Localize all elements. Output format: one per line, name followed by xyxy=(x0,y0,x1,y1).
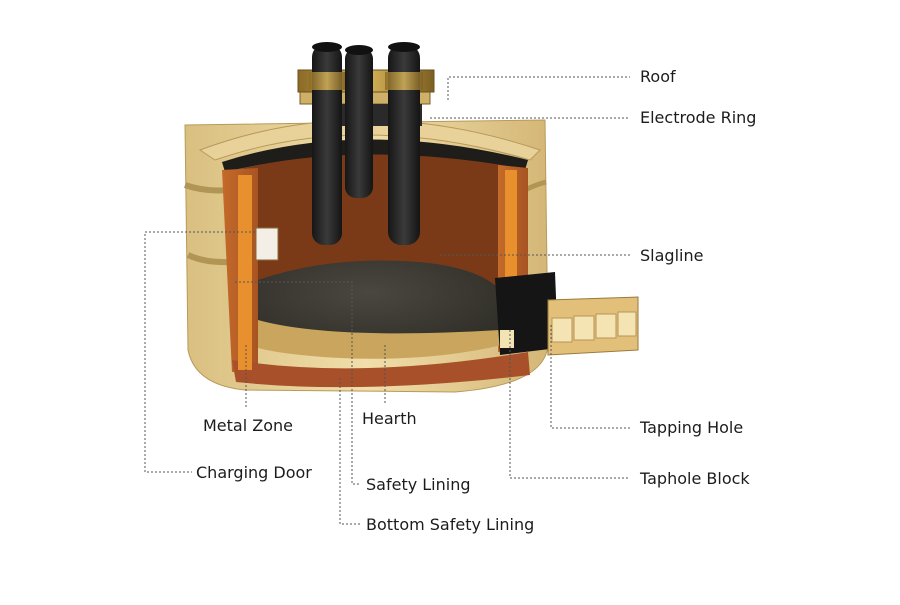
label-roof: Roof xyxy=(640,67,676,86)
electrode-left xyxy=(312,45,342,245)
label-slagline: Slagline xyxy=(640,246,704,265)
label-charging-door: Charging Door xyxy=(196,463,312,482)
electrode-right xyxy=(388,45,420,245)
bottom-safety-lining-leader xyxy=(339,378,360,525)
safety-lining-strip-left xyxy=(238,175,252,370)
hearth-bottom xyxy=(232,352,530,388)
taphole-block-leader xyxy=(509,330,630,479)
electrode-center xyxy=(345,48,373,198)
safety-lining-leader xyxy=(235,281,360,485)
label-hearth: Hearth xyxy=(362,409,417,428)
charging-door-leader xyxy=(144,231,255,473)
label-electrode-ring: Electrode Ring xyxy=(640,108,757,127)
spout-bricks xyxy=(551,311,637,343)
metal-zone-layer xyxy=(258,320,502,359)
label-safety-lining: Safety Lining xyxy=(366,475,471,494)
leader-lines xyxy=(144,76,630,525)
label-bottom-safety-lining: Bottom Safety Lining xyxy=(366,515,535,534)
roof-dome xyxy=(198,119,541,161)
label-taphole-block: Taphole Block xyxy=(640,469,750,488)
charging-door-opening xyxy=(255,227,279,261)
taphole-glow xyxy=(500,330,514,348)
label-tapping-hole: Tapping Hole xyxy=(640,418,744,437)
roof-leader xyxy=(447,76,630,100)
label-metal-zone: Metal Zone xyxy=(203,416,293,435)
shell-band-lower xyxy=(186,252,231,266)
roof-underside xyxy=(222,139,528,172)
